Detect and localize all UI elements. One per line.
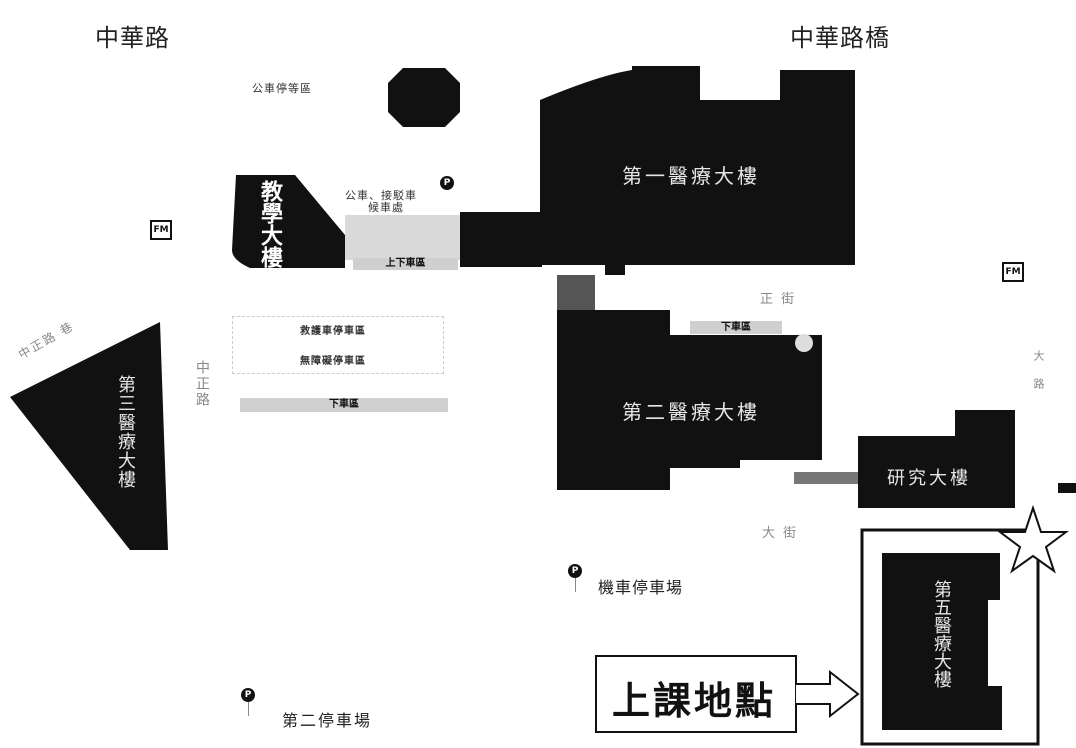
second-lot-parking-pole (248, 702, 249, 716)
connector-west (460, 212, 542, 267)
motorcycle-parking-label: 機車停車場 (598, 578, 684, 597)
medical-building-5-label: 第五醫療大樓 (931, 580, 952, 688)
medical-building-1-label: 第一醫療大樓 (622, 164, 760, 188)
medical-building-3-label: 第三醫療大樓 (115, 375, 136, 489)
road-label-zhonghua-bridge: 中華路橋 (790, 24, 890, 52)
convenience-store-icon-east: FM (1002, 262, 1024, 282)
medical-building-2-label: 第二醫療大樓 (622, 400, 760, 424)
medical-building-5-frame (860, 528, 1040, 746)
second-lot-label: 第二停車場 (282, 711, 373, 730)
medical-building-3 (10, 322, 168, 550)
second-lot-parking-icon: P (241, 688, 255, 702)
medical-building-5 (882, 553, 1002, 730)
bus-stop-octagon (388, 68, 460, 127)
drop-off-strip-2: 下車區 (690, 321, 782, 334)
bus-shuttle-label-2: 候車處 (368, 201, 404, 214)
callout-arrow (796, 669, 860, 719)
research-building (858, 410, 1015, 508)
road-label-right-bottom: 大 街 (762, 526, 799, 541)
class-location-label: 上課地點 (612, 679, 777, 723)
convenience-store-icon-west: FM (150, 220, 172, 240)
drop-off-strip-1: 上下車區 (353, 258, 458, 270)
motorcycle-parking-pole (575, 578, 576, 592)
drop-off-strip-3: 下車區 (240, 398, 448, 412)
bus-shuttle-label: 公車、接駁車 (345, 189, 417, 202)
motorcycle-parking-icon: P (568, 564, 582, 578)
connector-link (557, 275, 595, 310)
teaching-building (232, 175, 345, 268)
edge-stub (1058, 483, 1076, 493)
bus-stop-parking-icon: P (440, 176, 454, 190)
teaching-building-label: 教學大樓 (257, 180, 282, 268)
medical-building-1 (540, 66, 855, 275)
bus-shuttle-area (345, 215, 460, 260)
road-label-right-vertical: 大 路 (1032, 350, 1045, 391)
helipad (795, 334, 813, 352)
callout-box (595, 655, 797, 733)
accessible-parking-label: 無障礙停車區 (300, 356, 366, 367)
road-label-zhonghua: 中華路 (95, 24, 170, 52)
road-label-left-vertical: 中正路 (194, 360, 210, 408)
bus-waiting-label: 公車停等區 (252, 82, 312, 95)
road-label-right-top: 正 街 (760, 292, 797, 307)
research-building-label: 研究大樓 (887, 468, 971, 489)
star-icon (997, 504, 1069, 574)
parking-zone-box (232, 316, 444, 374)
medical-building-2 (557, 310, 822, 490)
connector-research (794, 472, 858, 484)
ambulance-parking-label: 救護車停車區 (300, 326, 366, 337)
